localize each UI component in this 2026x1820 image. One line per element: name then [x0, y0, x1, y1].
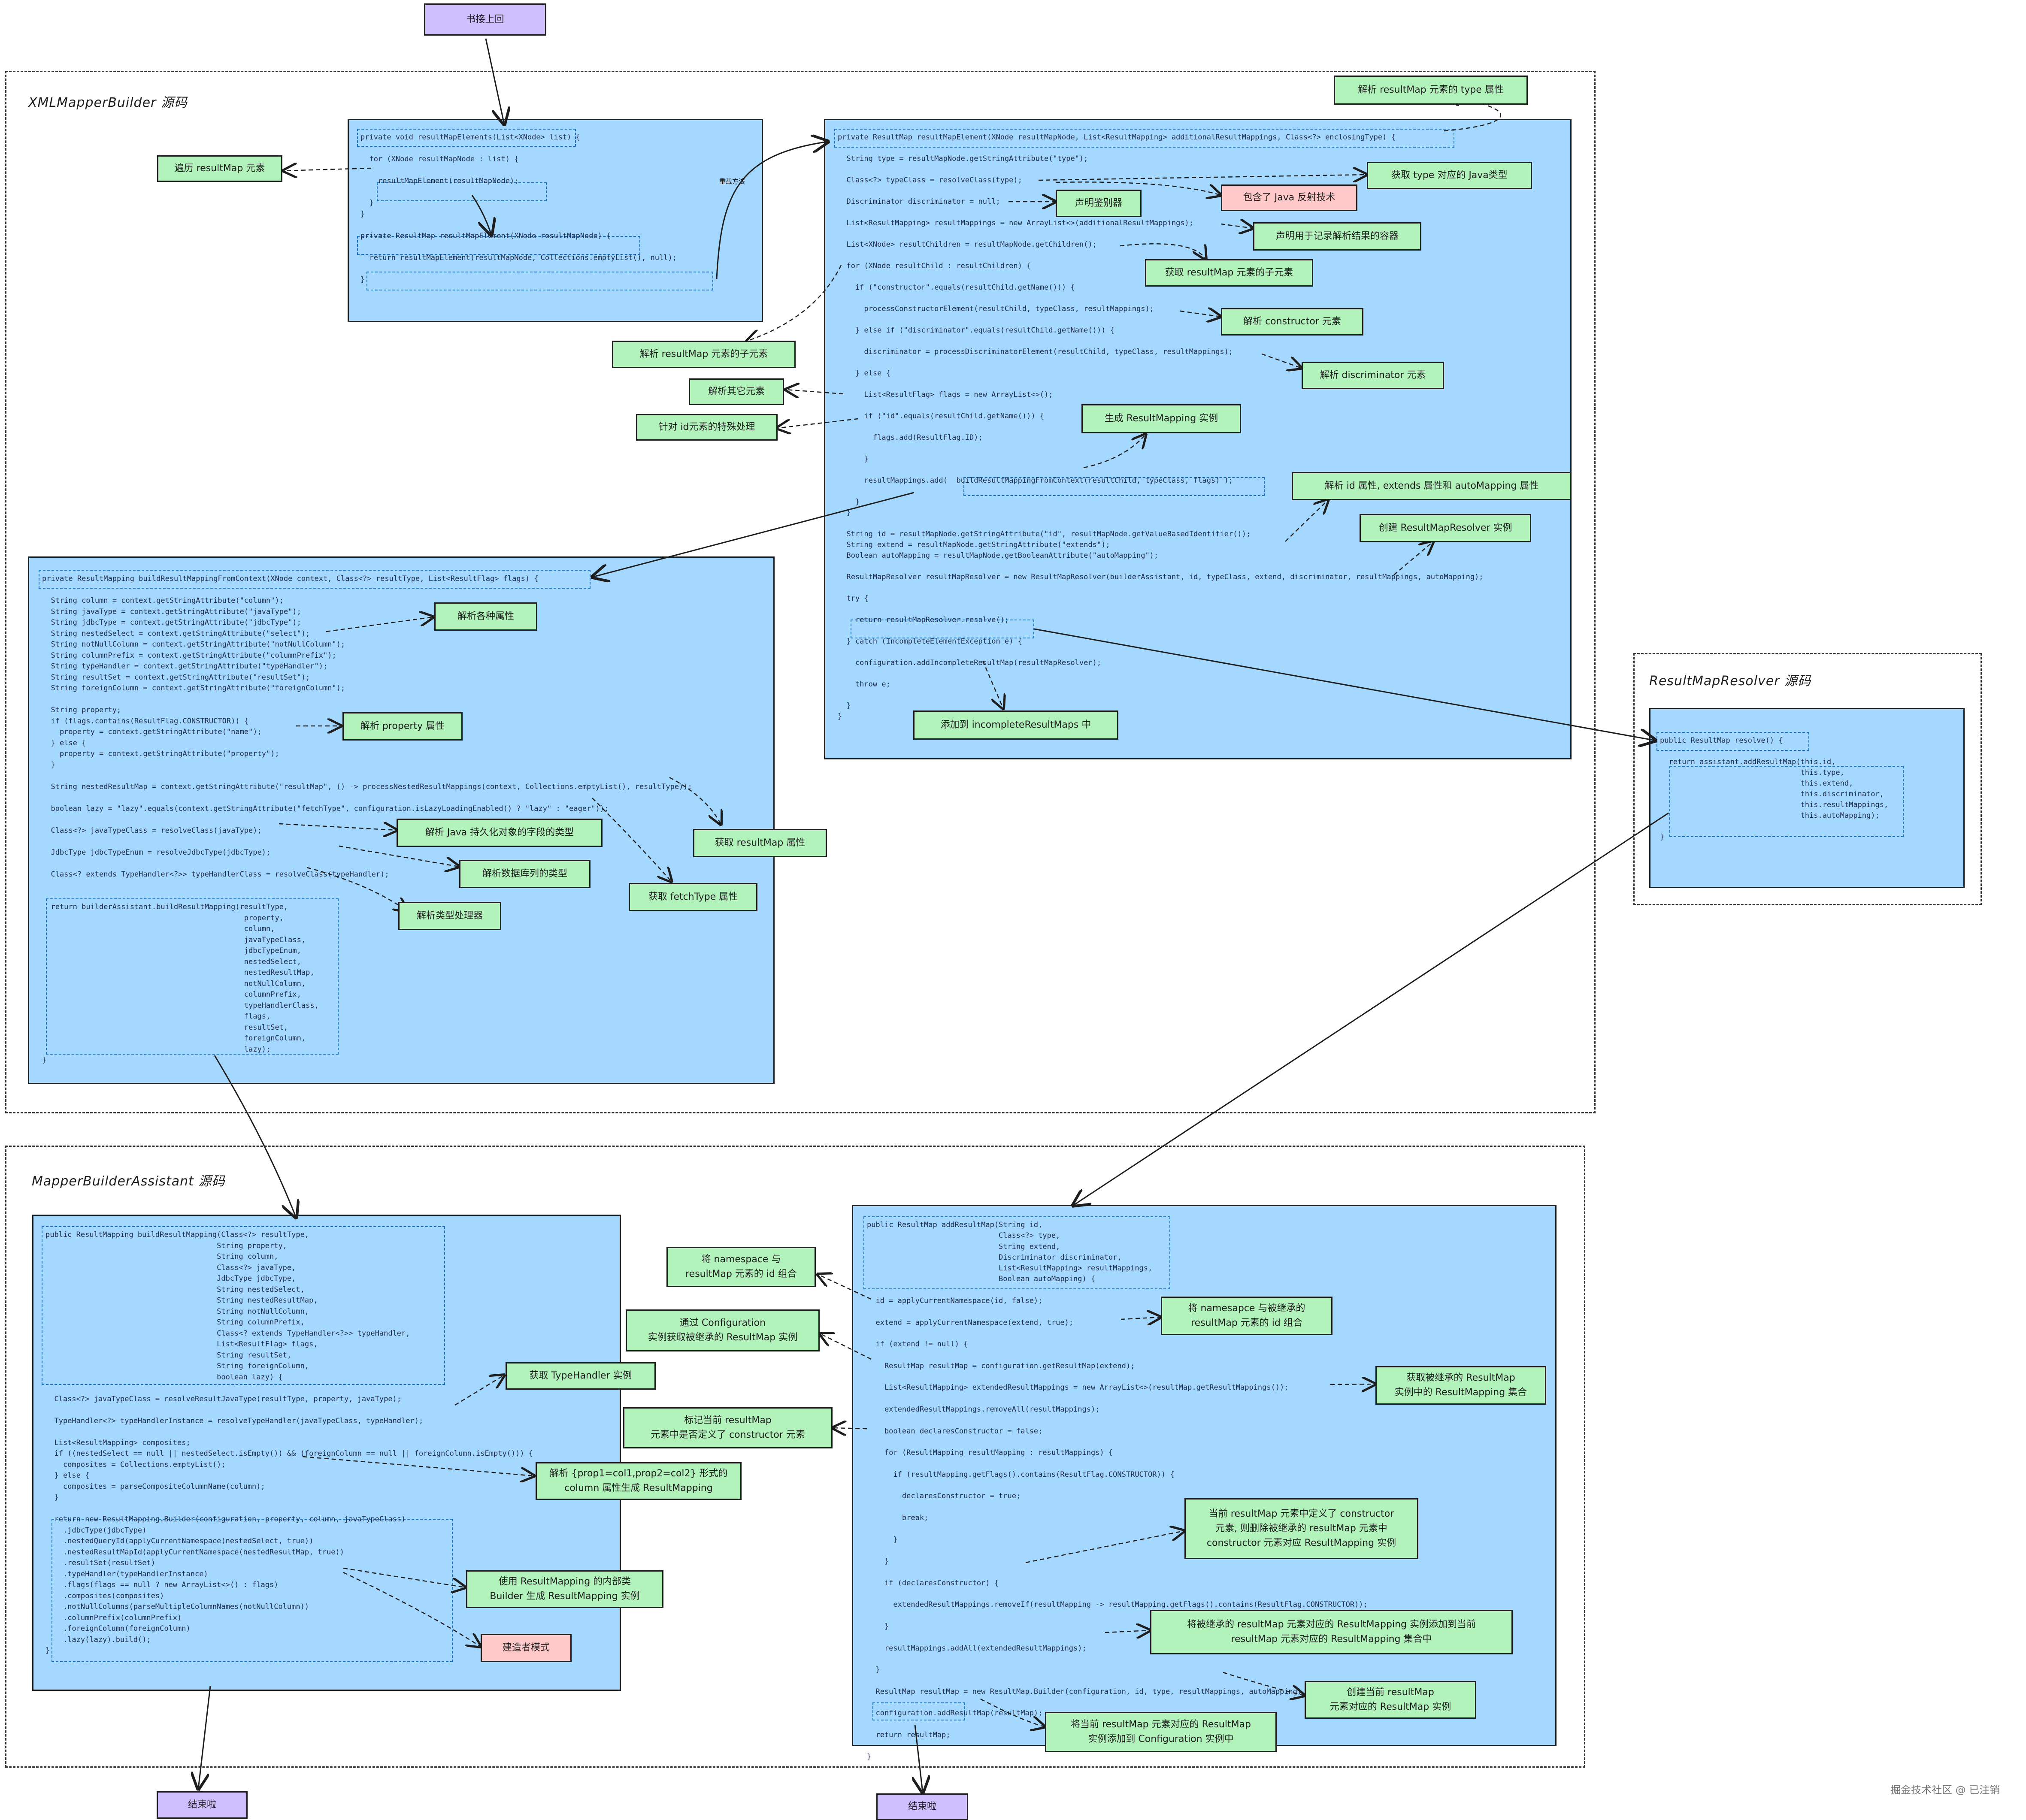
code-build-from-context: private ResultMapping buildResultMapping…	[42, 574, 692, 1064]
note-discriminator: 解析 discriminator 元素	[1302, 362, 1444, 389]
note-java-field: 解析 Java 持久化对象的字段的类型	[397, 819, 603, 847]
panel-resolver	[1649, 708, 1965, 888]
note-create-resolver: 创建 ResultMapResolver 实例	[1360, 514, 1531, 542]
dbox-add-return	[872, 1702, 965, 1720]
note-java-type: 获取 type 对应的 Java类型	[1367, 162, 1532, 189]
note-delete-constructor: 当前 resultMap 元素中定义了 constructor 元素, 则删除被…	[1184, 1498, 1418, 1559]
note-create-rm: 创建当前 resultMap 元素对应的 ResultMap 实例	[1305, 1681, 1476, 1719]
end-node-1: 结束啦	[157, 1791, 248, 1819]
note-add-config: 将当前 resultMap 元素对应的 ResultMap 实例添加到 Conf…	[1045, 1712, 1277, 1752]
panel-add-result-map	[852, 1205, 1557, 1746]
end-node-2: 结束啦	[876, 1793, 968, 1820]
dbox-main-signature	[834, 129, 1454, 148]
region-title-resolver: ResultMapResolver 源码	[1649, 674, 1811, 689]
note-ns-id: 将 namespace 与 resultMap 元素的 id 组合	[666, 1247, 816, 1287]
note-children: 获取 resultMap 元素的子元素	[1145, 259, 1313, 287]
region-mapper-builder-assistant	[5, 1146, 1585, 1768]
note-inherited-set: 获取被继承的 ResultMap 实例中的 ResultMapping 集合	[1375, 1366, 1546, 1405]
note-gen-mapping: 生成 ResultMapping 实例	[1081, 404, 1241, 433]
region-title-assistant: MapperBuilderAssistant 源码	[32, 1174, 225, 1189]
dbox-elements-signature	[357, 129, 576, 147]
note-property: 解析 property 属性	[342, 712, 463, 741]
note-iterate: 遍历 resultMap 元素	[157, 155, 282, 182]
note-add-inherited: 将被继承的 resultMap 元素对应的 ResultMapping 实例添加…	[1150, 1610, 1513, 1654]
note-incomplete: 添加到 incompleteResultMaps 中	[913, 710, 1118, 740]
code-result-map-element: private ResultMap resultMapElement(XNode…	[838, 133, 1484, 721]
panel-assistant-build	[32, 1215, 621, 1691]
panel-result-map-element	[824, 119, 1572, 759]
note-builder: 使用 ResultMapping 的内部类 Builder 生成 ResultM…	[466, 1570, 663, 1608]
note-get-handler: 获取 TypeHandler 实例	[506, 1362, 656, 1390]
dbox-element-signature	[357, 236, 640, 255]
dbox-element-return	[366, 272, 713, 290]
code-add-result-map: public ResultMap addResultMap(String id,…	[867, 1221, 1469, 1761]
panel-result-map-elements	[348, 119, 763, 322]
note-ns-extend: 将 namesapce 与被继承的 resultMap 元素的 id 组合	[1161, 1297, 1332, 1335]
note-reflect: 包含了 Java 反射技术	[1221, 184, 1357, 211]
note-type-handler: 解析类型处理器	[398, 902, 501, 930]
region-xml-mapper-builder	[5, 71, 1596, 1113]
dbox-elements-call	[377, 182, 547, 201]
note-type-attr: 解析 resultMap 元素的 type 属性	[1334, 76, 1528, 105]
watermark: 掘金技术社区 @ 已注销	[1890, 1784, 2000, 1796]
dbox-add-signature	[863, 1216, 1170, 1289]
region-result-map-resolver	[1633, 653, 1982, 905]
note-other: 解析其它元素	[689, 378, 784, 405]
note-composite: 解析 {prop1=col1,prop2=col2} 形式的 column 属性…	[536, 1462, 742, 1500]
region-title-xml: XMLMapperBuilder 源码	[28, 95, 188, 110]
code-assistant-build: public ResultMapping buildResultMapping(…	[45, 1230, 533, 1655]
note-resultmap-attr: 获取 resultMap 属性	[693, 829, 827, 857]
note-parse-children: 解析 resultMap 元素的子元素	[612, 341, 796, 368]
note-constructor: 解析 constructor 元素	[1221, 308, 1363, 336]
note-id-extend: 解析 id 属性, extends 属性和 autoMapping 属性	[1292, 472, 1572, 500]
dbox-build-call	[963, 477, 1265, 496]
note-container: 声明用于记录解析结果的容器	[1253, 222, 1421, 251]
note-mark-constructor: 标记当前 resultMap 元素中是否定义了 constructor 元素	[623, 1407, 833, 1448]
note-fetch: 获取 fetchType 属性	[629, 883, 757, 911]
note-get-inherited: 通过 Configuration 实例获取被继承的 ResultMap 实例	[626, 1309, 820, 1351]
dbox-context-return	[46, 898, 339, 1055]
note-builder-pattern: 建造者模式	[481, 1634, 572, 1662]
dbox-resolver-return	[1669, 766, 1904, 837]
code-resolver: public ResultMap resolve() { return assi…	[1660, 736, 1889, 841]
start-node: 书接上回	[424, 3, 546, 36]
note-attrs: 解析各种属性	[434, 602, 537, 631]
note-id-special: 针对 id元素的特殊处理	[636, 414, 778, 441]
dbox-assistant-signature	[42, 1226, 445, 1385]
note-db-col: 解析数据库列的类型	[459, 860, 591, 888]
note-discriminator-decl: 声明鉴别器	[1056, 190, 1142, 217]
edge-label-overload: 重载方法	[719, 178, 745, 185]
dbox-resolve-return	[851, 620, 1034, 638]
